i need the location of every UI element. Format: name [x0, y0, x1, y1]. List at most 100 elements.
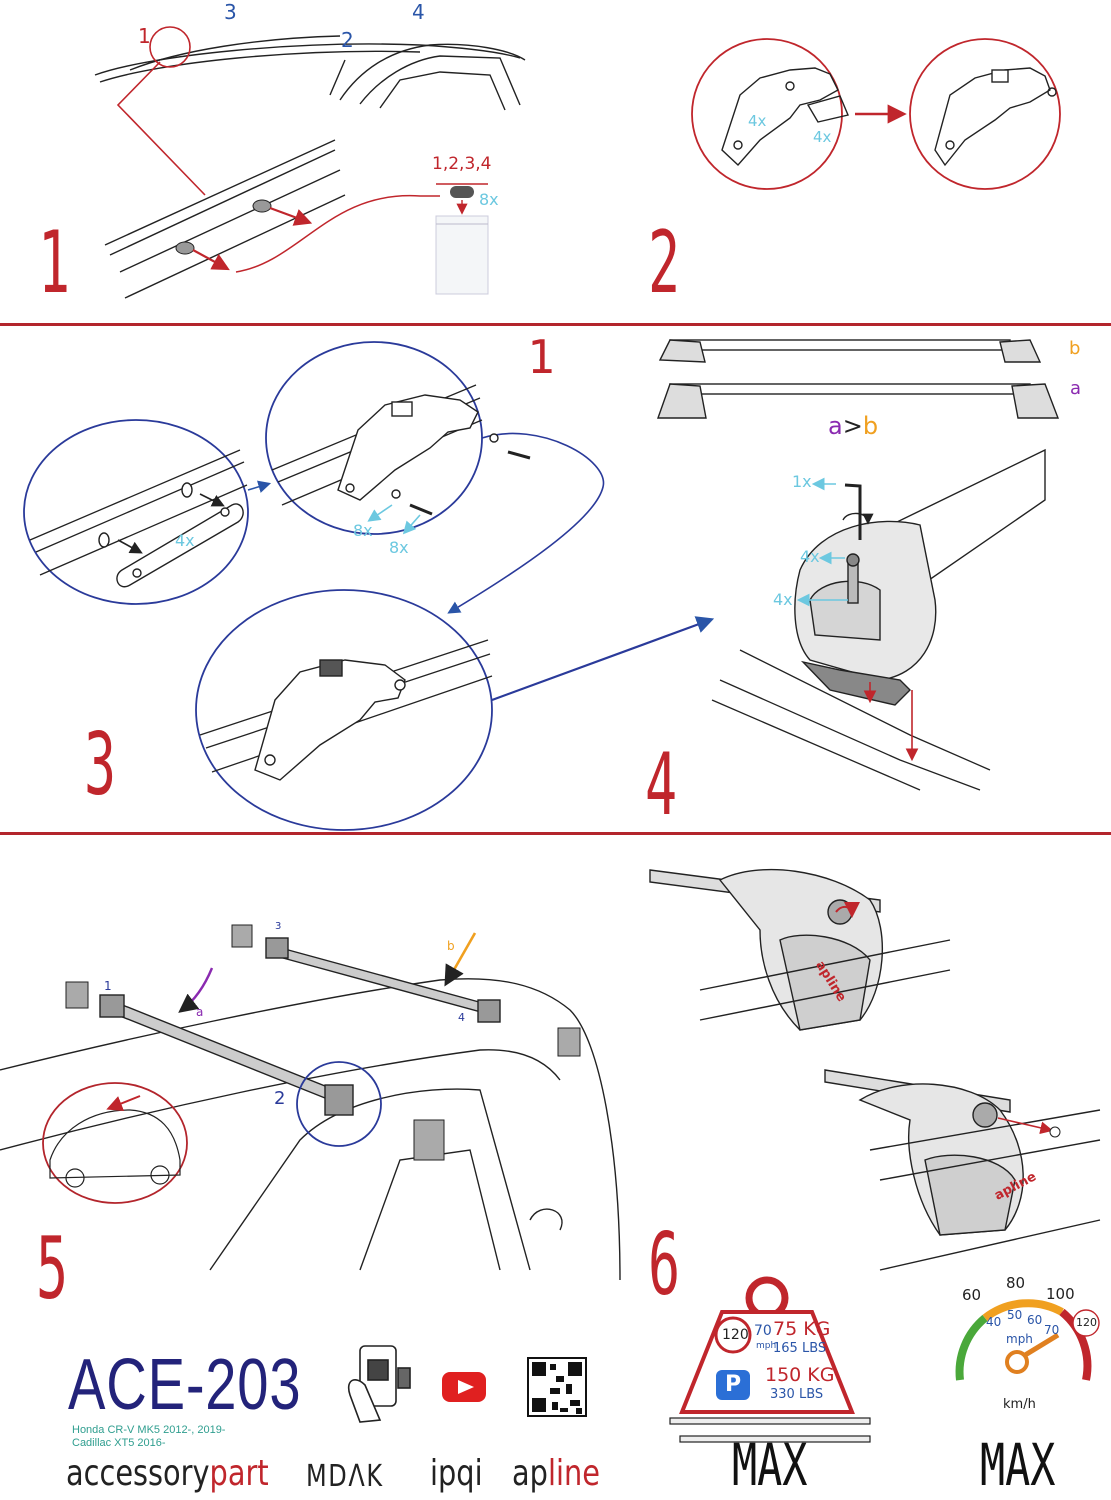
step-number-2: 2	[648, 213, 681, 313]
rail-point-label-2: 2	[341, 28, 354, 52]
step1-remove-arrow-b	[192, 249, 230, 271]
speedo-limit: 120	[1076, 1316, 1097, 1329]
step-number-1: 1	[38, 213, 71, 313]
step2-qty-right: 4x	[813, 128, 832, 146]
step5-mini-car	[49, 1109, 181, 1188]
step4-bar-a	[657, 383, 1060, 419]
section-divider-top	[0, 323, 1111, 326]
step2-bracket-left	[721, 67, 849, 167]
brand-accessorypart-b: part	[209, 1453, 269, 1494]
step1-car-roof	[94, 35, 526, 111]
speedo-mph-60: 60	[1027, 1313, 1043, 1327]
load-dynamic-lbs: 165 LBS	[773, 1341, 827, 1356]
step4-bolt-qty: 4x	[800, 547, 820, 566]
step5-rear-bar	[265, 937, 501, 1023]
step5-bar-b-label: b	[447, 939, 455, 953]
load-roof-bars	[669, 1417, 871, 1443]
step6-foot-top	[649, 868, 951, 1031]
step3-bracket-installed	[254, 659, 406, 781]
load-dynamic-kg: 75 KG	[773, 1318, 831, 1340]
step3-substep-number: 1	[527, 330, 555, 384]
load-static-kg: 150 KG	[765, 1364, 835, 1386]
speedo-kmh-unit: km/h	[1003, 1397, 1036, 1412]
speedo-max-label: MAX	[980, 1431, 1056, 1499]
step3-plate	[98, 482, 244, 588]
step2-bracket-right	[934, 67, 1057, 167]
vehicle-line-1: Honda CR-V MK5 2012-, 2019-	[72, 1424, 226, 1436]
step3-flow-arrow-1	[447, 432, 605, 614]
speedo-kmh-80: 80	[1006, 1274, 1026, 1292]
step3-washer-qty: 8x	[353, 521, 373, 540]
step1-remove-arrow-a	[269, 206, 313, 226]
speedo-mph-50: 50	[1007, 1308, 1023, 1322]
step3-circle-plate	[23, 419, 249, 605]
plug-positions-label: 1,2,3,4	[432, 154, 492, 174]
vehicle-line-2: Cadillac XT5 2016-	[72, 1437, 166, 1449]
step-number-5: 5	[36, 1219, 69, 1319]
step4-order-label: a>b	[828, 414, 878, 438]
step5-bar-a-label: a	[196, 1005, 204, 1019]
qr-code	[527, 1357, 587, 1417]
step5-direction-circle	[42, 1082, 188, 1204]
step1-plug-hole-a	[252, 199, 272, 213]
speedo-mph-70: 70	[1044, 1323, 1060, 1337]
load-speed-limit: 120	[722, 1327, 749, 1343]
step5-foot-label-3: 3	[275, 921, 282, 932]
order-b: b	[862, 412, 879, 440]
youtube-icon	[442, 1372, 486, 1402]
step5-detail-circle	[296, 1061, 382, 1147]
rail-point-label-4: 4	[412, 0, 425, 24]
step-number-4: 4	[645, 735, 678, 835]
phone-scan-icon	[347, 1345, 411, 1423]
section-divider-middle	[0, 832, 1111, 835]
brand-mdak: MDΛK	[306, 1459, 384, 1494]
step1-detail-circle	[149, 26, 191, 68]
step-number-6: 6	[648, 1215, 681, 1315]
step4-allen-key	[844, 483, 862, 540]
step3-bracket	[337, 394, 531, 516]
step5-car-body	[0, 978, 621, 1281]
rail-point-label-3: 3	[224, 0, 237, 24]
load-speed-mph: 70	[754, 1323, 772, 1339]
step5-foot-label-4: 4	[458, 1011, 465, 1024]
step1-collect-line	[235, 195, 440, 273]
speedometer-gauge	[955, 1299, 1100, 1381]
step4-key-qty: 1x	[792, 472, 812, 491]
speedo-mph-unit: mph	[1006, 1332, 1033, 1346]
step6-foot-bottom	[824, 1069, 1101, 1271]
step5-arrow-a	[178, 967, 214, 1013]
speedo-mph-40: 40	[986, 1315, 1002, 1329]
step4-washer-qty: 4x	[773, 590, 793, 609]
step3-plate-qty: 4x	[175, 531, 195, 550]
step4-roof-rail	[711, 649, 991, 791]
brand-apline: apline	[512, 1456, 600, 1492]
step3-bolt-qty: 8x	[389, 538, 409, 557]
step2-qty-left: 4x	[748, 112, 767, 130]
step5-direction-arrow	[106, 1095, 141, 1111]
step1-plastic-bag	[435, 215, 489, 295]
speedo-kmh-60: 60	[962, 1286, 982, 1304]
step4-bar-a-label: a	[1070, 378, 1082, 399]
step1-leader-line	[116, 61, 206, 196]
step4-bar-b-label: b	[1069, 338, 1081, 359]
step3-circle-final	[195, 589, 493, 831]
step3-flow-arrow-2	[491, 616, 715, 702]
step5-arrow-b	[444, 932, 477, 987]
order-gt: >	[842, 412, 863, 440]
step5-foot-label-1: 1	[104, 979, 112, 993]
brand-apline-b: line	[547, 1453, 600, 1494]
step2-circle-left	[691, 38, 843, 190]
step4-foot	[794, 448, 1046, 706]
product-model: ACE-203	[68, 1345, 302, 1425]
order-a: a	[828, 412, 843, 440]
step4-bar-b	[658, 339, 1042, 363]
speedo-kmh-100: 100	[1046, 1285, 1075, 1303]
load-static-lbs: 330 LBS	[770, 1387, 824, 1402]
step5-foot-label-2: 2	[274, 1088, 286, 1109]
brand-accessorypart-a: accessory	[66, 1453, 210, 1494]
load-weight-icon	[679, 1276, 855, 1414]
brand-accessorypart: accessorypart	[66, 1456, 269, 1492]
plug-quantity-label: 8x	[479, 190, 499, 209]
vehicle-list: Honda CR-V MK5 2012-, 2019- Cadillac XT5…	[72, 1424, 225, 1450]
